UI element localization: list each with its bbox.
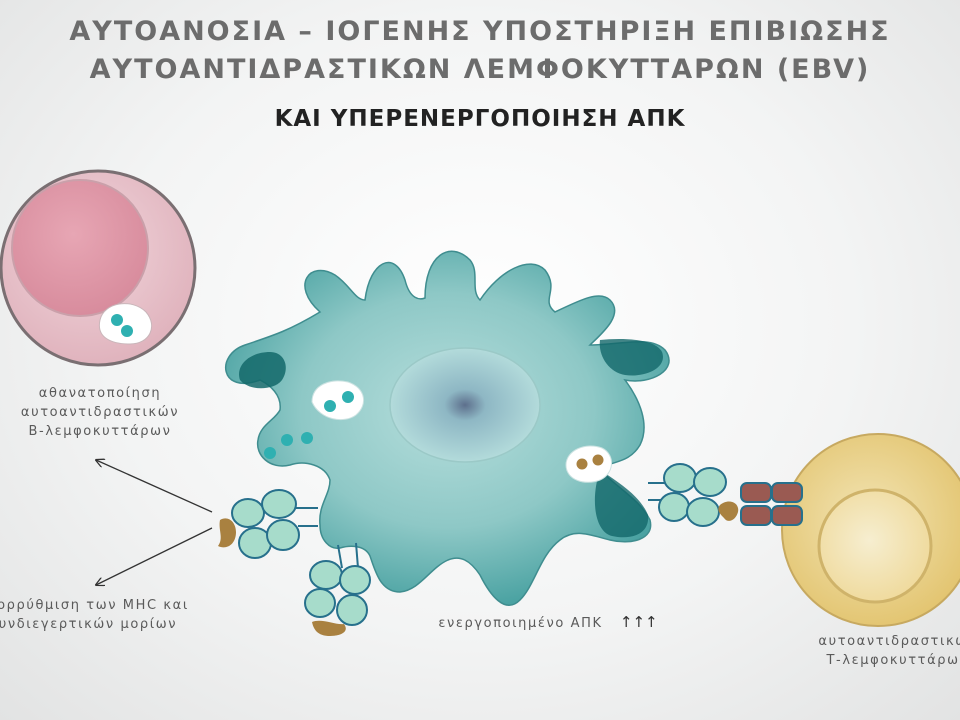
- mhc-label: Απορρύθμιση των MHC και συνδιεγερτικών μ…: [0, 596, 228, 634]
- mhc-cluster-right: [648, 463, 739, 527]
- peptide-left: [218, 518, 236, 548]
- apc-vesicle-right: [565, 445, 612, 483]
- mhc-cluster-left: [218, 489, 318, 559]
- b-cell-label-line2: αυτοαντιδραστικών: [20, 405, 180, 420]
- b-cell-label-line1: αθανατοποίηση: [38, 386, 162, 401]
- apc-label: ενεργοποιημένο ΑΠΚ ↑↑↑: [398, 613, 698, 633]
- mhc-label-line2: συνδιεγερτικών μορίων: [0, 617, 178, 632]
- mhc-label-line1: Απορρύθμιση των MHC και: [0, 598, 189, 613]
- peptide-bottom: [312, 620, 346, 636]
- t-cell-label-line2: Τ-λεμφοκυττάρων: [826, 653, 960, 668]
- b-cell-label-line3: Β-λεμφοκυττάρων: [28, 424, 172, 439]
- t-cell-label: αυτοαντιδραστικών Τ-λεμφοκυττάρων: [800, 632, 960, 670]
- t-cell-receptor: [740, 482, 803, 526]
- apc-label-text: ενεργοποιημένο ΑΠΚ: [438, 616, 603, 631]
- b-cell-label: αθανατοποίηση αυτοαντιδραστικών Β-λεμφοκ…: [0, 384, 200, 441]
- title-line-2: ΑΥΤΟΑΝΤΙΔΡΑΣΤΙΚΩΝ ΛΕΜΦΟΚΥΤΤΑΡΩΝ (EBV): [89, 54, 871, 85]
- mhc-cluster-bottom: [304, 542, 371, 636]
- t-cell-label-line1: αυτοαντιδραστικών: [818, 634, 960, 649]
- b-cell-vesicle: [98, 303, 152, 345]
- antigen-presenting-cell: [225, 250, 670, 606]
- title-line-1: ΑΥΤΟΑΝΟΣΙΑ – ΙΟΓΕΝΗΣ ΥΠΟΣΤΗΡΙΞΗ ΕΠΙΒΙΩΣΗ…: [69, 16, 891, 47]
- up-arrows-icon: ↑↑↑: [619, 613, 658, 631]
- title-line-3: ΚΑΙ ΥΠΕΡΕΝΕΡΓΟΠΟΙΗΣΗ ΑΠΚ: [274, 106, 686, 132]
- antigen-dot: [264, 447, 276, 459]
- pointer-arrows: [96, 460, 213, 585]
- apc-vesicle-left: [311, 380, 364, 421]
- antigen-dot: [281, 434, 293, 446]
- t-lymphocyte: [781, 433, 960, 627]
- peptide-right: [718, 501, 739, 521]
- antigen-dot: [301, 432, 313, 444]
- apc-nucleus: [389, 347, 541, 463]
- b-lymphocyte: [0, 169, 197, 367]
